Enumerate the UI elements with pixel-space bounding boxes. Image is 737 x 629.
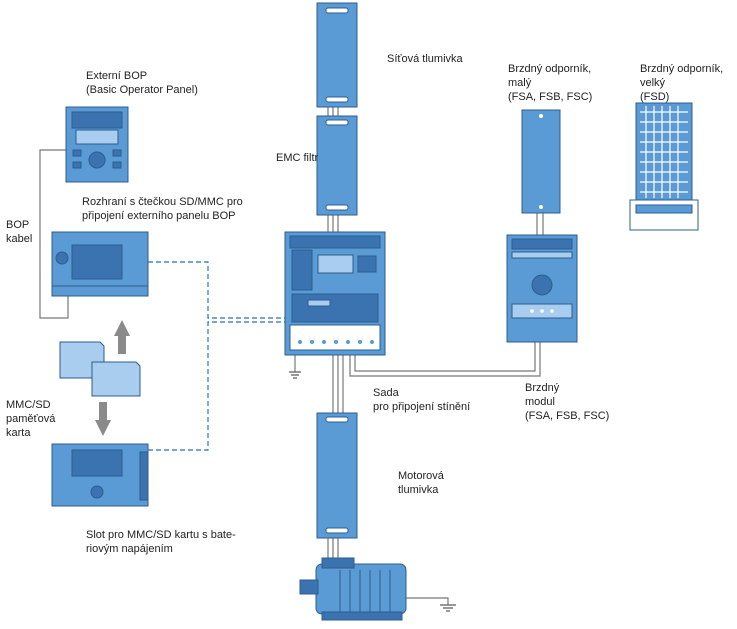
shield-kit-label-2: pro připojení stínění <box>373 401 471 413</box>
connection-lines <box>39 107 544 605</box>
shield-kit-label-1: Sada <box>373 387 399 399</box>
resistor-small-label-2: malý <box>508 77 532 89</box>
motor-choke-label-1: Motorová <box>398 470 444 482</box>
emc-filter-label: EMC filtr <box>276 152 319 164</box>
braking-module-label-3: (FSA, FSB, FSC) <box>525 410 610 422</box>
bop-cable-label-2: kabel <box>6 233 33 245</box>
mmc-label-3: karta <box>6 427 31 439</box>
slot-label-2: riovým napájením <box>86 543 173 555</box>
inverter <box>284 231 386 356</box>
motor <box>299 557 407 621</box>
external-bop-label-1: Externí BOP <box>86 70 148 82</box>
arrow-down-icon <box>95 402 111 436</box>
braking-module <box>506 234 578 343</box>
braking-module-label-2: modul <box>525 396 555 408</box>
braking-module-label-1: Brzdný <box>525 382 560 394</box>
interface-label-2: připojení externího panelu BOP <box>82 210 236 222</box>
sd-card-icon <box>59 341 141 397</box>
braking-resistor-large <box>629 102 699 231</box>
sd-slot-unit <box>51 443 149 507</box>
interface-label-1: Rozhraní s čtečkou SD/MMC pro <box>82 196 243 208</box>
reader-interface-unit <box>51 231 149 297</box>
slot-label-1: Slot pro MMC/SD kartu s bate- <box>86 529 236 541</box>
dashed-connections <box>148 261 290 451</box>
bop-cable-label-1: BOP <box>6 219 30 231</box>
emc-filter <box>316 115 358 216</box>
arrow-up-icon <box>114 320 130 354</box>
resistor-small-label-3: (FSA, FSB, FSC) <box>508 91 593 103</box>
braking-resistor-small <box>521 109 561 214</box>
external-bop-label-2: (Basic Operator Panel) <box>86 84 198 96</box>
line-choke <box>316 2 358 108</box>
motor-choke-label-2: tlumivka <box>398 484 439 496</box>
resistor-large-label-2: velký <box>640 77 666 89</box>
mmc-label-2: paměťová <box>6 413 56 425</box>
ground-icon <box>440 604 456 612</box>
mmc-label-1: MMC/SD <box>6 399 51 411</box>
line-choke-label: Síťová tlumivka <box>387 53 463 65</box>
ground-icon <box>289 371 301 379</box>
resistor-small-label-1: Brzdný odporník, <box>508 63 592 75</box>
motor-choke <box>316 412 358 539</box>
resistor-large-label-1: Brzdný odporník, <box>640 63 724 75</box>
resistor-large-label-3: (FSD) <box>640 91 670 103</box>
external-bop <box>65 106 129 183</box>
